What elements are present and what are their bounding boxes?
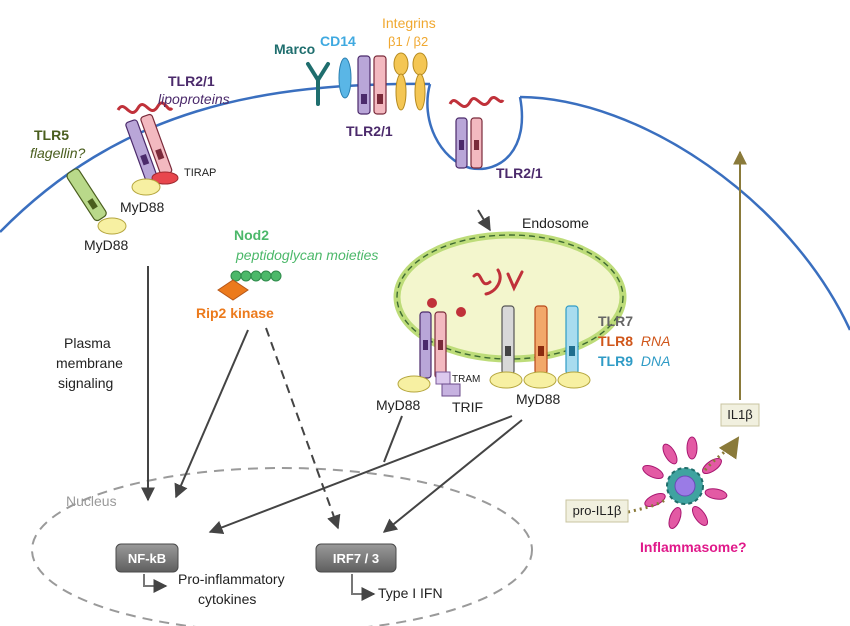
label-beta: β1 / β2 — [388, 34, 428, 49]
nucleic-acid-ligands — [472, 268, 524, 296]
label-tlr9-name: TLR9 — [598, 353, 633, 369]
tlr8-receptor — [534, 305, 548, 375]
label-nod2: Nod2 — [234, 227, 269, 243]
myd88-adaptor-endo-left — [397, 375, 431, 393]
arrow-rip2-to-irf-dashed — [265, 327, 341, 530]
label-tlr5: TLR5 — [34, 127, 69, 143]
myd88-adaptor-tlr5 — [97, 217, 127, 235]
label-type-i-ifn: Type I IFN — [378, 585, 443, 601]
rip2-kinase-shape — [217, 279, 249, 301]
label-dna: DNA — [641, 353, 671, 369]
label-proinflammatory: Pro-inflammatory — [178, 571, 285, 587]
nfkb-box — [115, 543, 179, 573]
integrin-receptors — [393, 52, 428, 111]
arrow-myd88-to-nfkb — [208, 415, 513, 535]
ligand-dot-2 — [456, 307, 466, 317]
label-tlr9: TLR9 DNA — [598, 353, 670, 369]
label-tirap: TIRAP — [184, 167, 216, 179]
tram-adaptor — [435, 371, 451, 385]
nucleus — [31, 467, 533, 626]
myd88-adaptor-tlr21 — [131, 178, 161, 196]
tlr5-receptor — [66, 168, 107, 222]
label-pm-line1: Plasma — [64, 335, 111, 351]
label-myd88-b: MyD88 — [84, 237, 129, 253]
irf-transcription-arrow — [351, 574, 376, 601]
label-marco: Marco — [274, 41, 315, 57]
label-pm-line3: signaling — [58, 375, 113, 391]
label-myd88-a: MyD88 — [120, 199, 165, 215]
ligand-dot-1 — [427, 298, 437, 308]
label-trif: TRIF — [452, 399, 483, 415]
il1b-box — [720, 403, 760, 427]
tlr2-1-receptor-left — [125, 113, 173, 182]
myd88-adaptor-tlr8 — [523, 371, 557, 389]
lipoprotein-ligand — [116, 101, 174, 115]
arrow-rip2-to-nfkb — [174, 329, 249, 499]
label-flagellin: flagellin? — [30, 145, 85, 161]
arrow-myd88-to-irf — [382, 419, 523, 533]
tlr9-receptor — [565, 305, 579, 375]
label-endosome: Endosome — [522, 215, 589, 231]
label-cd14: CD14 — [320, 33, 356, 49]
label-rna: RNA — [641, 333, 671, 349]
label-pm-line2: membrane — [56, 355, 123, 371]
pro-il1b-box — [565, 499, 629, 523]
label-pro-il1b: pro-IL1β — [573, 503, 622, 518]
nfkb-transcription-arrow — [143, 574, 168, 593]
label-nfkb: NF-kB — [128, 551, 166, 566]
irf-box — [315, 543, 397, 573]
inflammasome-complex — [642, 436, 728, 529]
label-myd88-c: MyD88 — [376, 397, 421, 413]
tlr2-1-receptor-right — [455, 117, 483, 169]
label-cytokines: cytokines — [198, 591, 256, 607]
label-lipoproteins: lipoproteins — [158, 91, 230, 107]
label-tlr21-top: TLR2/1 — [168, 73, 215, 89]
cd14-receptor — [338, 57, 352, 99]
label-peptidoglycan: peptidoglycan moieties — [235, 247, 378, 263]
label-inflammasome: Inflammasome? — [640, 539, 747, 555]
label-irf: IRF7 / 3 — [333, 551, 379, 566]
label-nucleus: Nucleus — [66, 493, 117, 509]
tirap-adaptor — [151, 171, 179, 185]
lipoprotein-ligand-pit — [448, 96, 505, 109]
label-myd88-d: MyD88 — [516, 391, 561, 407]
label-tram: TRAM — [452, 374, 480, 385]
tlr2-1-endosomal — [419, 311, 447, 379]
label-tlr8: TLR8 RNA — [598, 333, 670, 349]
myd88-adaptor-tlr7 — [489, 371, 523, 389]
endocytic-pit — [426, 83, 524, 171]
label-tlr7: TLR7 — [598, 313, 633, 329]
arrow-pit-to-endosome — [477, 209, 491, 232]
label-tlr8-name: TLR8 — [598, 333, 633, 349]
dotted-arrow-proil1b — [627, 498, 666, 514]
trif-adaptor — [441, 383, 461, 397]
label-integrins: Integrins — [382, 15, 436, 31]
label-tlr21-mid: TLR2/1 — [346, 123, 393, 139]
label-tlr21-right: TLR2/1 — [496, 165, 543, 181]
dotted-arrow-to-il1b — [703, 436, 740, 471]
label-il1b: IL1β — [727, 407, 753, 422]
nod2-peptidoglycan-beads — [230, 270, 282, 282]
label-rip2: Rip2 kinase — [196, 305, 274, 321]
myd88-adaptor-tlr9 — [557, 371, 591, 389]
arrow-myd88-to-nfkb-upper — [383, 415, 403, 463]
marco-receptor — [306, 62, 330, 106]
tlr2-1-receptor-middle — [357, 55, 387, 115]
tlr7-receptor — [501, 305, 515, 375]
